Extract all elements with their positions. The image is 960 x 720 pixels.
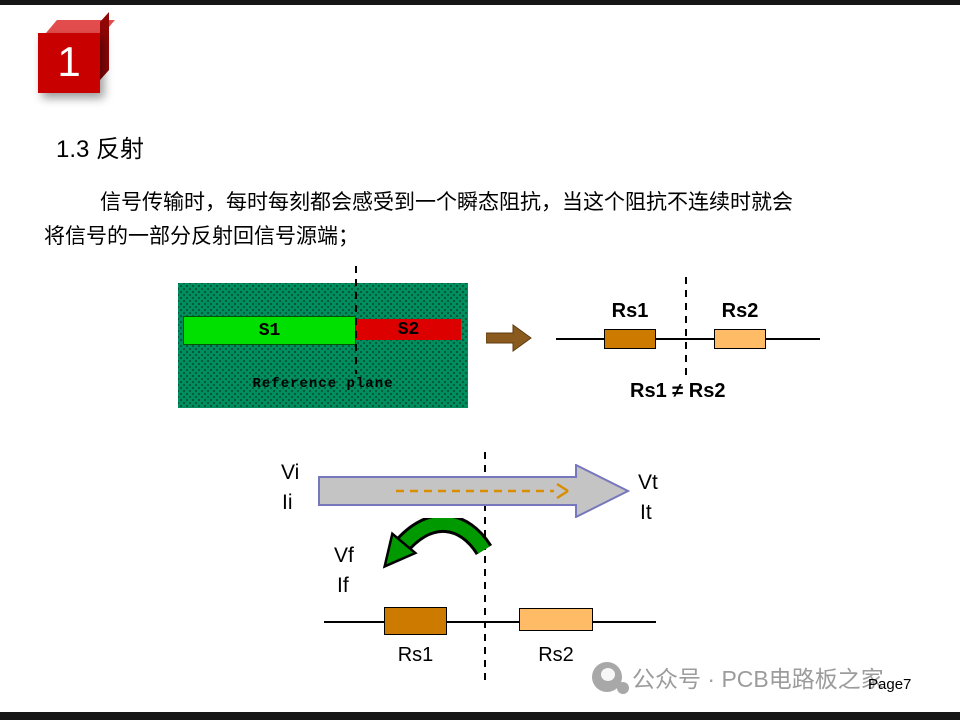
- ii-label: Ii: [282, 491, 293, 514]
- body-paragraph: 信号传输时，每时每刻都会感受到一个瞬态阻抗，当这个阻抗不连续时就会 将信号的一部…: [44, 186, 919, 254]
- pcb-board-graphic: S1 S2 Reference plane: [178, 283, 468, 408]
- watermark-text: 公众号 · PCB电路板之家: [632, 666, 884, 692]
- rs2-label-bottom: Rs2: [538, 644, 574, 666]
- vi-label: Vi: [281, 461, 300, 484]
- incident-wave-arrow-icon: [318, 464, 630, 518]
- rs2-resistor-bottom: [519, 608, 593, 631]
- reflected-wave-arrow-icon: [382, 518, 492, 569]
- rs2-resistor-top: [714, 329, 766, 349]
- page-title: 1.3 反射: [56, 136, 145, 163]
- slide-bottom-border: [0, 712, 960, 720]
- rs1-label-top: Rs1: [611, 300, 649, 322]
- slide-top-border: [0, 0, 960, 5]
- forward-arrow-icon: [486, 324, 532, 352]
- chapter-badge: 1: [38, 12, 115, 96]
- impedance-boundary-dashed-line-2: [685, 277, 687, 377]
- circuit-line-top: [556, 338, 820, 340]
- rs1-resistor-top: [604, 329, 656, 349]
- rs1-resistor-bottom: [384, 607, 447, 635]
- it-label: It: [640, 501, 652, 524]
- rs2-label-top: Rs2: [721, 300, 759, 322]
- page-number: Page7: [868, 676, 912, 693]
- s2-trace: S2: [356, 319, 461, 340]
- vf-label: Vf: [334, 544, 354, 567]
- impedance-inequality-label: Rs1 ≠ Rs2: [630, 380, 726, 402]
- s2-trace-label: S2: [397, 319, 420, 340]
- body-line-1: 信号传输时，每时每刻都会感受到一个瞬态阻抗，当这个阻抗不连续时就会: [100, 191, 793, 214]
- s1-trace: S1: [183, 316, 356, 345]
- body-line-2: 将信号的一部分反射回信号源端；: [44, 225, 359, 248]
- vt-label: Vt: [638, 471, 658, 494]
- watermark: 公众号 · PCB电路板之家: [592, 660, 884, 694]
- badge-cube-front-face: [38, 33, 100, 93]
- if-label: If: [337, 574, 349, 597]
- chapter-number: 1: [57, 38, 81, 85]
- reference-plane-label: Reference plane: [252, 376, 394, 392]
- rs1-label-bottom: Rs1: [397, 644, 434, 666]
- impedance-boundary-dashed-line-3: [484, 452, 486, 684]
- circuit-line-bottom: [324, 621, 656, 623]
- s1-trace-label: S1: [258, 320, 281, 341]
- badge-cube-right-face: [100, 12, 109, 81]
- impedance-boundary-dashed-line-1: [355, 266, 357, 374]
- wechat-official-account-icon: [592, 662, 629, 694]
